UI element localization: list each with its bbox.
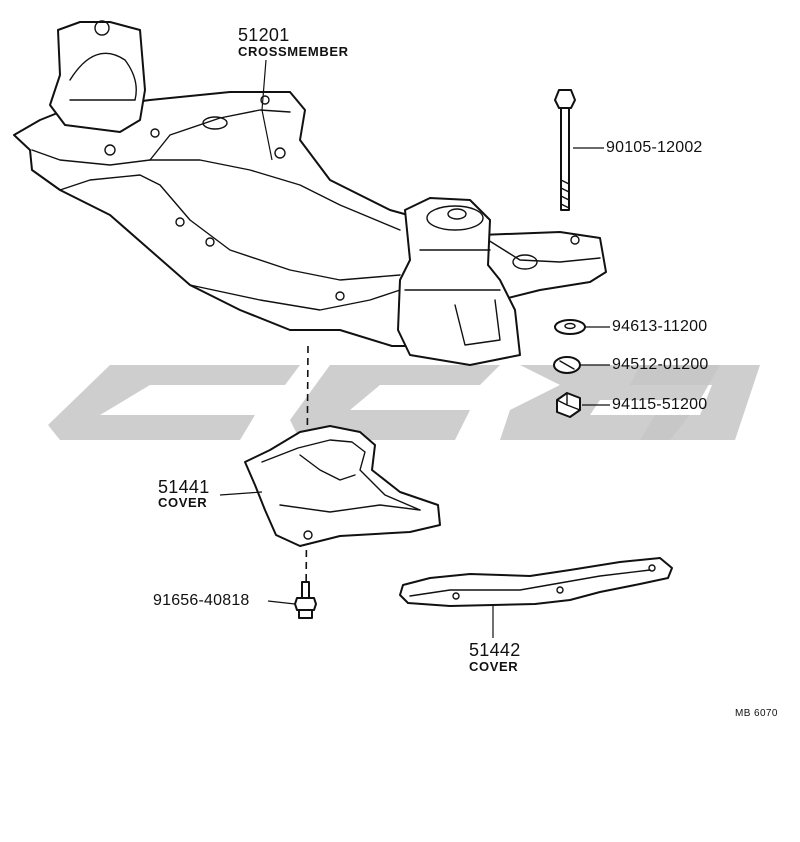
lock-washer-part-number: 94512-01200 bbox=[612, 356, 709, 373]
crossmember-part-name: CROSSMEMBER bbox=[238, 44, 349, 59]
nut-part-number: 94115-51200 bbox=[612, 396, 708, 413]
cover-51442-drawing bbox=[399, 557, 673, 607]
leader-lines bbox=[219, 59, 610, 638]
cover-51441-part-name: COVER bbox=[158, 495, 208, 510]
screw-part-number: 91656-40818 bbox=[153, 592, 250, 609]
reference-code: MB 6070 bbox=[735, 708, 778, 719]
crossmember-drawing bbox=[13, 20, 607, 366]
cover-51441-part-number: 51441 bbox=[158, 477, 210, 497]
cover-51442-part-name: COVER bbox=[469, 659, 519, 674]
assembly-line bbox=[305, 345, 309, 601]
washer-part-number: 94613-11200 bbox=[612, 318, 708, 335]
screw-drawing bbox=[294, 581, 317, 619]
cover-51442-part-number: 51442 bbox=[469, 640, 521, 660]
bolt-drawing bbox=[554, 89, 576, 211]
crossmember-part-number: 51201 bbox=[238, 25, 290, 45]
cover-51441-drawing bbox=[244, 425, 441, 547]
bolt-part-number: 90105-12002 bbox=[606, 139, 703, 156]
watermark-logo bbox=[48, 365, 760, 440]
